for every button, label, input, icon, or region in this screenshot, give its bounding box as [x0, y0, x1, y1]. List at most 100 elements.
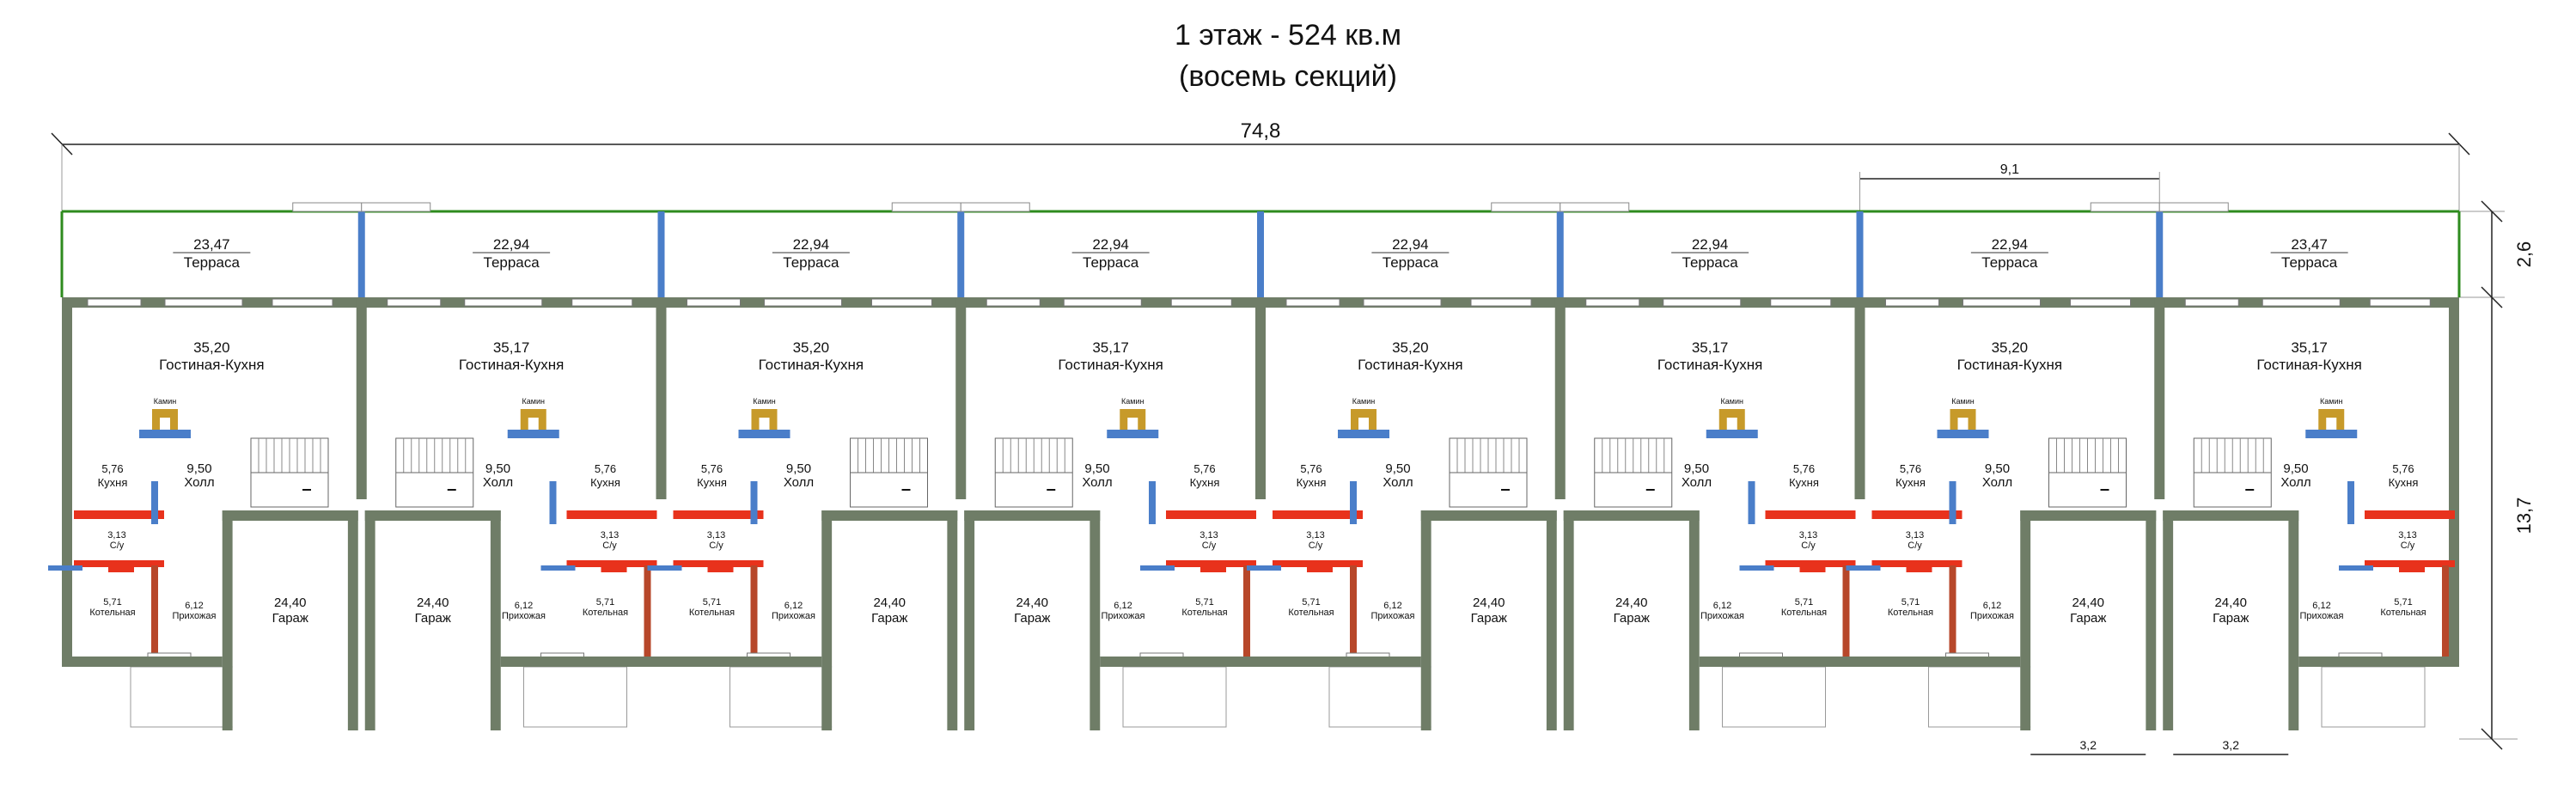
dim-section-label: 9,1 [2000, 162, 2019, 177]
window-north [272, 298, 333, 307]
fireplace-opening [759, 418, 770, 430]
hall-label: Холл [1682, 475, 1712, 490]
radiator-block [108, 564, 134, 572]
terrace-label: Терраса [2281, 254, 2338, 271]
party-wall [1255, 297, 1266, 499]
fireplace-label: Камин [1951, 397, 1974, 406]
hall-label: Холл [2280, 475, 2310, 490]
living-area: 35,17 [493, 339, 530, 356]
terrace-notch [1491, 202, 1561, 212]
wc-label: С/у [1801, 541, 1816, 551]
boiler-label: Котельная [689, 608, 735, 618]
terrace-notch [2090, 202, 2160, 212]
garage-area: 24,40 [2072, 596, 2104, 610]
wc-area: 3,13 [107, 530, 125, 541]
terrace-label: Терраса [484, 254, 540, 271]
garage-wall-right [1090, 510, 1101, 730]
garage-label: Гараж [2213, 611, 2249, 626]
west-wall [62, 297, 72, 667]
wc-area: 3,13 [1199, 530, 1218, 541]
plumbing-riser [2442, 565, 2449, 660]
porch-outline [729, 666, 833, 728]
dim-tick-bot [2481, 728, 2503, 750]
fireplace-label: Камин [1721, 397, 1743, 406]
hall-label: Холл [1982, 475, 2012, 490]
living-label: Гостиная-Кухня [759, 357, 864, 373]
south-wall [500, 657, 662, 667]
window-north [871, 298, 932, 307]
fireplace-base [1937, 430, 1989, 438]
terrace-notch [361, 202, 431, 212]
garage-label: Гараж [1014, 611, 1050, 626]
plumbing-wall-blue [2347, 481, 2354, 524]
entry-area: 6,12 [1114, 601, 1132, 611]
garage-interior [974, 521, 1090, 730]
boiler-area: 5,71 [103, 597, 121, 608]
window-north [1770, 298, 1832, 307]
terrace-label: Терраса [783, 254, 839, 271]
plumbing-riser [1350, 565, 1357, 660]
fireplace-label: Камин [1352, 397, 1375, 406]
dim-total-label: 74,8 [1241, 119, 1281, 143]
garage-wall-right [347, 510, 358, 730]
fireplace-label: Камин [2320, 397, 2342, 406]
garage-interior [232, 521, 348, 730]
garage-wall-left [964, 510, 975, 730]
plumbing-link [1140, 565, 1175, 571]
fireplace-label: Камин [154, 397, 176, 406]
dim-tick-right [2448, 132, 2470, 156]
plumbing-wall-red [673, 510, 764, 519]
kitchen-area: 5,76 [2392, 462, 2414, 475]
terrace-label: Терраса [1682, 254, 1739, 271]
boiler-area: 5,71 [2394, 597, 2412, 608]
entry-label: Прихожая [1102, 611, 1145, 621]
window-north [764, 298, 842, 307]
party-wall [1854, 297, 1865, 499]
plumbing-link [647, 565, 682, 571]
terrace-divider-wall [2156, 211, 2164, 297]
wc-area: 3,13 [601, 530, 619, 541]
porch-outline [2321, 666, 2426, 728]
kitchen-label: Кухня [1297, 476, 1327, 489]
kitchen-area: 5,76 [1900, 462, 1921, 475]
garage-interior [375, 521, 491, 730]
entry-area: 6,12 [1983, 601, 2001, 611]
terrace-divider-wall [957, 211, 965, 297]
kitchen-area: 5,76 [1793, 462, 1815, 475]
hall-label: Холл [184, 475, 214, 490]
garage-interior [2173, 521, 2289, 730]
fireplace-opening [528, 418, 539, 430]
plumbing-link [1739, 565, 1774, 571]
wc-label: С/у [110, 541, 125, 551]
window-north [2262, 298, 2341, 307]
kitchen-area: 5,76 [595, 462, 616, 475]
kitchen-label: Кухня [98, 476, 128, 489]
entry-area: 6,12 [1383, 601, 1401, 611]
living-area: 35,17 [2291, 339, 2328, 356]
plumbing-wall-blue [1149, 481, 1156, 524]
hall-area: 9,50 [786, 461, 811, 476]
kitchen-label: Кухня [1789, 476, 1819, 489]
fireplace-opening [1358, 418, 1369, 430]
party-wall [656, 297, 667, 499]
terrace-divider-wall [1556, 211, 1564, 297]
entry-label: Прихожая [502, 611, 546, 621]
south-wall [1699, 657, 1860, 667]
garage-label: Гараж [1614, 611, 1650, 626]
entry-label: Прихожая [1700, 611, 1744, 621]
entry-label: Прихожая [173, 611, 217, 621]
boiler-label: Котельная [2380, 608, 2426, 618]
hall-area: 9,50 [186, 461, 211, 476]
terrace-label: Терраса [1383, 254, 1439, 271]
plan-subtitle: (восемь секций) [1179, 60, 1397, 93]
wc-label: С/у [1202, 541, 1217, 551]
boiler-area: 5,71 [1901, 597, 1920, 608]
entry-area: 6,12 [515, 601, 533, 611]
hall-label: Холл [784, 475, 814, 490]
plumbing-wall-red [1765, 510, 1856, 519]
terrace-notch [292, 202, 363, 212]
living-label: Гостиная-Кухня [1358, 357, 1463, 373]
porch-outline [1122, 666, 1227, 728]
garage-wall-right [2288, 510, 2299, 730]
window-north [1170, 298, 1232, 307]
